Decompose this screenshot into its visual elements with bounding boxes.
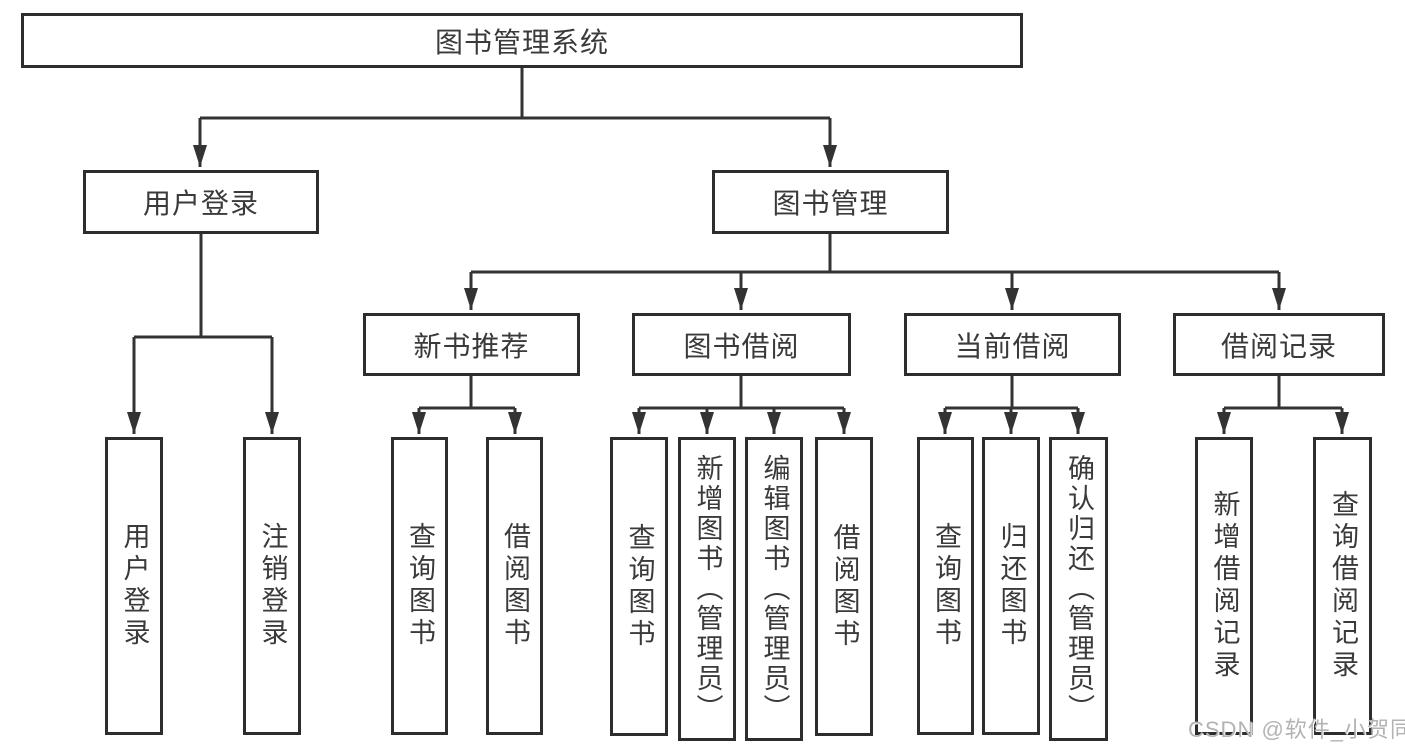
node-borrow-records: 借阅记录 <box>1173 313 1385 376</box>
leaf-edit-book-admin: 编辑图书（管理员） <box>745 437 803 741</box>
leaf-borrow-book: 借阅图书 <box>815 437 873 736</box>
leaf-recommend-query-book: 查询图书 <box>391 437 448 735</box>
leaf-recommend-borrow-book: 借阅图书 <box>486 437 543 735</box>
node-current-borrow: 当前借阅 <box>904 313 1121 376</box>
leaf-add-book-admin: 新增图书（管理员） <box>678 437 736 741</box>
leaf-user-login: 用户登录 <box>105 437 163 735</box>
node-book-borrow: 图书借阅 <box>632 313 851 376</box>
node-user-login-branch: 用户登录 <box>83 170 319 234</box>
leaf-return-book: 归还图书 <box>982 437 1040 735</box>
leaf-borrow-query-book: 查询图书 <box>610 437 668 736</box>
leaf-logout: 注销登录 <box>243 437 301 735</box>
leaf-query-borrow-record: 查询借阅记录 <box>1313 437 1372 735</box>
leaf-confirm-return-admin: 确认归还（管理员） <box>1049 437 1108 741</box>
leaf-add-borrow-record: 新增借阅记录 <box>1195 437 1253 735</box>
leaf-current-query-book: 查询图书 <box>917 437 974 735</box>
csdn-watermark: CSDN @软件_小贺同学 <box>1188 717 1405 742</box>
node-root: 图书管理系统 <box>21 13 1023 68</box>
node-book-management-branch: 图书管理 <box>712 170 949 234</box>
node-new-book-recommend: 新书推荐 <box>363 313 580 376</box>
